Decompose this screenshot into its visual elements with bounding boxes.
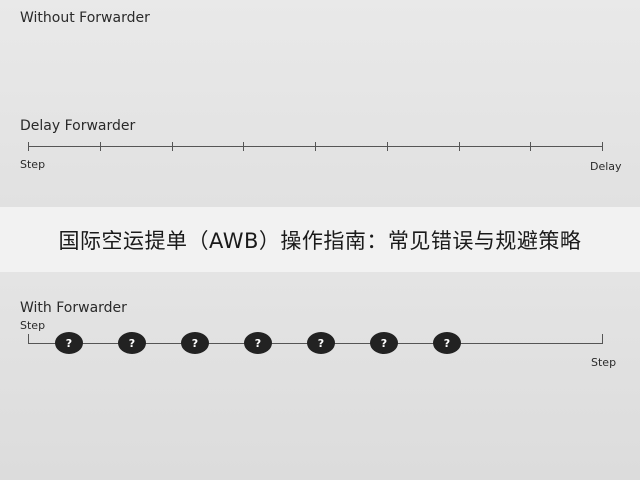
banner-title: 国际空运提单（AWB）操作指南：常见错误与规避策略 (58, 228, 582, 253)
question-node: ? (181, 332, 209, 354)
delay-timeline-tick (243, 142, 245, 151)
delay-timeline-start-label: Step (20, 158, 46, 171)
question-node: ? (433, 332, 461, 354)
forwarder-timeline-start-label: Step (20, 319, 46, 332)
question-node: ? (118, 332, 146, 354)
delay-timeline-tick (458, 142, 460, 151)
delay-timeline-tick (315, 142, 316, 151)
delay-timeline-end-label: Delay (590, 160, 622, 173)
delay-timeline-tick (28, 142, 29, 151)
bottom-panel: With Forwarder Step ??????? Step (0, 272, 640, 480)
question-node: ? (244, 332, 272, 354)
forwarder-timeline-end-label: Step (591, 356, 617, 369)
delay-timeline-title: Delay Forwarder (20, 118, 136, 134)
forwarder-timeline-end-tick (602, 334, 603, 343)
bottom-panel-title: With Forwarder (20, 300, 127, 316)
top-panel: Without Forwarder Delay Forwarder Step D… (0, 0, 640, 207)
question-node: ? (55, 332, 83, 354)
delay-timeline-tick (171, 142, 173, 151)
delay-timeline-tick (602, 142, 603, 151)
delay-timeline-tick (530, 142, 532, 151)
title-banner: 国际空运提单（AWB）操作指南：常见错误与规避策略 (0, 207, 640, 272)
question-node: ? (307, 332, 335, 354)
delay-timeline-tick (99, 142, 101, 151)
top-panel-title: Without Forwarder (20, 10, 150, 26)
delay-timeline-tick (386, 142, 388, 151)
forwarder-timeline-start-tick (28, 334, 29, 343)
question-node: ? (370, 332, 398, 354)
